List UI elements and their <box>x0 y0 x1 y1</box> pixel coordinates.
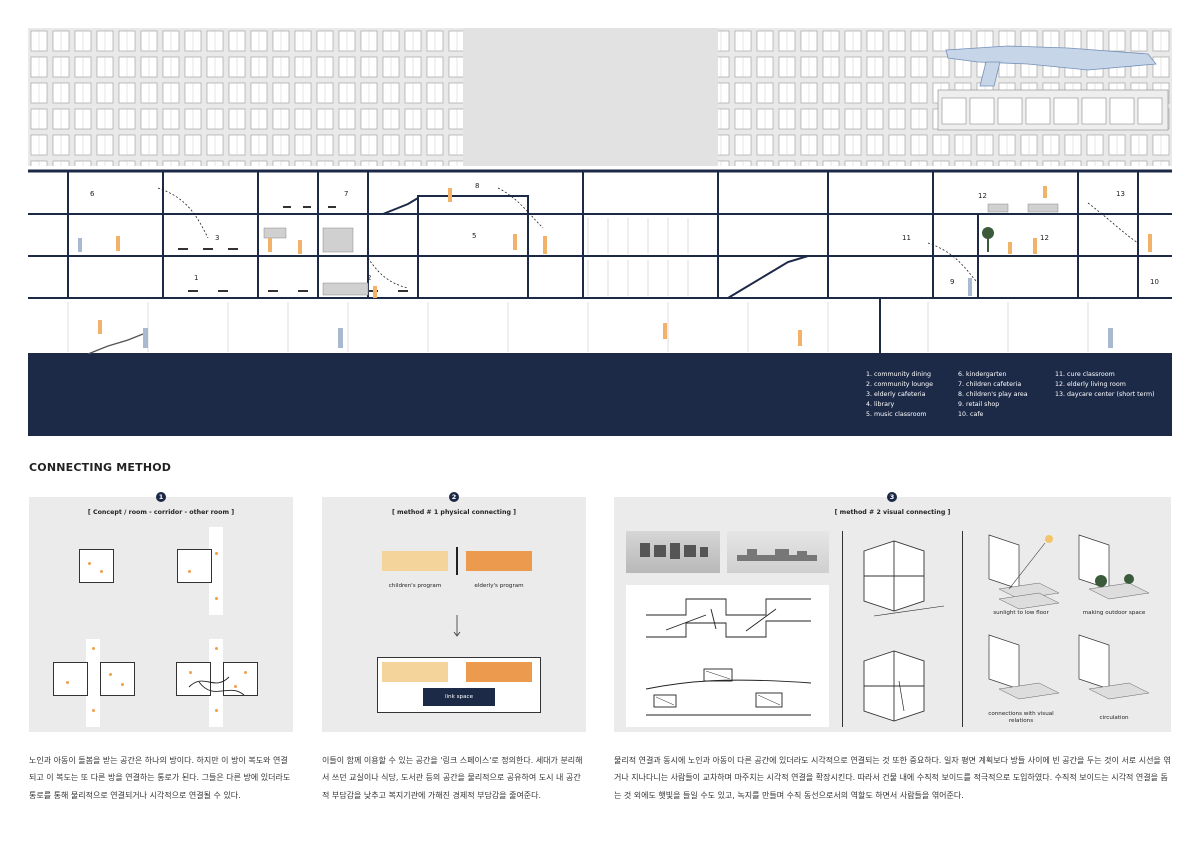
arrow-down-icon <box>453 615 461 637</box>
panel-3-title: [ method # 2 visual connecting ] <box>834 509 951 516</box>
model-photo-1 <box>626 531 720 573</box>
panel-1-badge: 1 <box>156 492 166 502</box>
room-number-8: 8 <box>475 182 479 190</box>
room-number-5: 5 <box>472 232 476 240</box>
panel-2-badge: 2 <box>449 492 459 502</box>
room-number-10: 10 <box>1150 278 1159 286</box>
label-outdoor-space: making outdoor space <box>1082 610 1146 616</box>
background-building-left <box>28 28 463 166</box>
hand-sketch <box>626 585 829 727</box>
concept-corridor-top <box>209 527 223 615</box>
background-building-right <box>718 28 933 166</box>
label-visual-relations: connections with visual relations <box>988 711 1054 724</box>
room-number-2: 2 <box>367 274 371 282</box>
background-building-center <box>463 28 718 166</box>
concept-connection-curves <box>188 676 245 696</box>
axonometric-diagrams <box>988 534 1150 700</box>
separator-line <box>456 547 458 575</box>
model-photo-2 <box>727 531 829 573</box>
panel-physical: 2 [ method # 1 physical connecting ] chi… <box>322 492 586 732</box>
children-program-block <box>382 551 448 571</box>
elderly-program-label: elderly's program <box>474 583 524 589</box>
link-space-frame: link space <box>377 657 541 713</box>
room-number-1: 1 <box>194 274 198 282</box>
section-svg: 6 7 8 12 13 3 5 11 12 1 2 9 10 <box>28 28 1172 355</box>
panel-1-title: [ Concept / room - corridor - other room… <box>87 509 235 516</box>
stair-main <box>727 255 809 299</box>
legend-column-3: 11. cure classroom 12. elderly living ro… <box>1055 371 1155 398</box>
room-number-6: 6 <box>90 190 95 198</box>
link-space-label: link space <box>423 688 495 706</box>
roof-circulation-blue <box>945 45 1157 87</box>
room-number-13: 13 <box>1116 190 1125 198</box>
section-heading: CONNECTING METHOD <box>29 461 172 474</box>
concept-room-single <box>79 549 114 583</box>
body-text-concept: 노인과 아동이 돌봄을 받는 공간은 하나의 방이다. 하지만 이 방이 복도와… <box>29 756 291 800</box>
legend-column-2: 6. kindergarten 7. children cafeteria 8.… <box>958 371 1028 418</box>
building-section-drawing: 6 7 8 12 13 3 5 11 12 1 2 9 10 1. commun… <box>28 28 1172 436</box>
panel-2-title: [ method # 1 physical connecting ] <box>391 509 517 516</box>
elderly-program-block <box>466 551 532 571</box>
concept-corridor-bottom-left <box>86 639 100 727</box>
room-number-3: 3 <box>215 234 219 242</box>
label-sunlight: sunlight to low floor <box>993 610 1049 616</box>
panel-concept: 1 [ Concept / room - corridor - other ro… <box>29 492 293 732</box>
divider-2 <box>962 531 963 727</box>
children-program-label: children's program <box>388 583 442 589</box>
stair-outdoor <box>87 333 144 355</box>
legend-column-1: 1. community dining 2. community lounge … <box>866 371 933 418</box>
panel-3-badge: 3 <box>887 492 897 502</box>
body-text-visual: 물리적 연결과 동시에 노인과 아동이 다른 공간에 있더라도 시각적으로 연결… <box>614 756 1171 800</box>
room-number-7: 7 <box>344 190 348 198</box>
body-text-physical: 이들이 함께 이용할 수 있는 공간을 '링크 스페이스'로 정의한다. 세대가… <box>322 756 583 800</box>
stair-left <box>382 197 419 215</box>
room-number-12b: 12 <box>1040 234 1049 242</box>
ground-band <box>28 354 1172 436</box>
room-number-11: 11 <box>902 234 911 242</box>
cube-diagrams <box>863 540 945 722</box>
section-floors <box>28 171 1172 354</box>
label-circulation: circulation <box>1099 715 1129 721</box>
concept-room-with-corridor <box>177 549 212 583</box>
divider-1 <box>842 531 843 727</box>
panel-visual: 3 [ method # 2 visual connecting ] <box>614 492 1171 732</box>
room-number-9: 9 <box>950 278 954 286</box>
room-number-12a: 12 <box>978 192 987 200</box>
